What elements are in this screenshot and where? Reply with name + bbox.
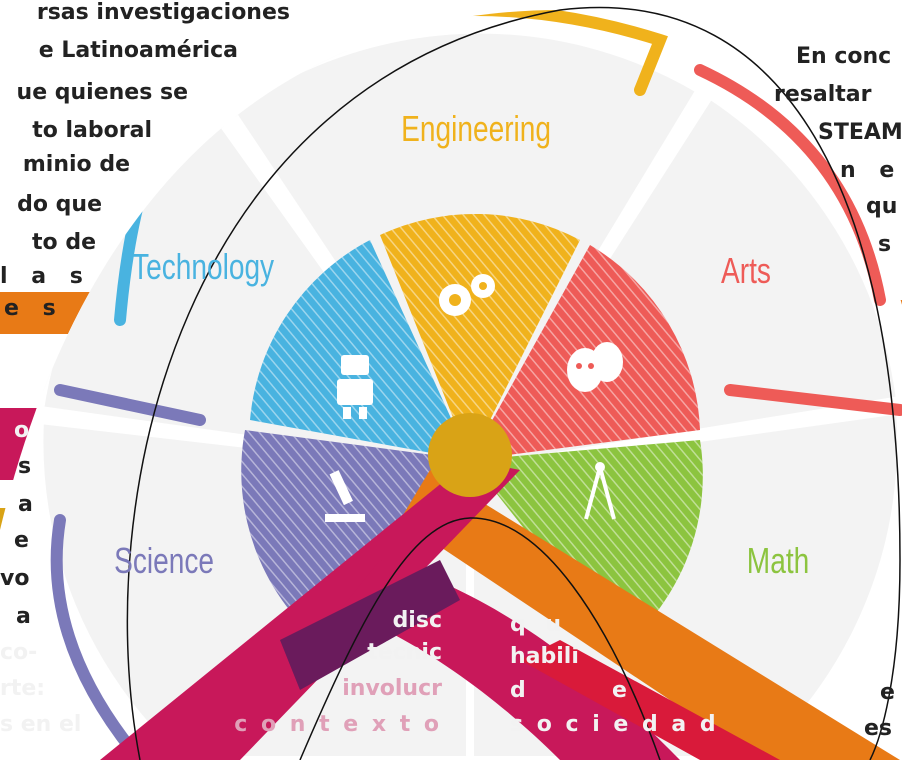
text-fragment: e Latinoamérica [38, 38, 238, 63]
text-fragment: s o c i e d a d [510, 712, 719, 737]
text-fragment: l a s [0, 264, 91, 289]
text-fragment: to de [32, 230, 96, 255]
text-fragment: d [510, 678, 526, 703]
text-fragment: s [18, 454, 32, 479]
segment-label-technology: Technology [132, 246, 275, 287]
text-fragment: n e c [840, 158, 902, 183]
segment-label-math: Math [746, 540, 810, 581]
text-fragment: involucr [342, 676, 442, 701]
text-fragment: e [612, 678, 627, 703]
text-fragment: ue quienes se [16, 80, 188, 105]
text-fragment: vo [0, 566, 30, 591]
segment-label-science: Science [114, 540, 214, 581]
text-fragment: a [16, 604, 31, 629]
text-fragment: es [864, 716, 893, 741]
text-fragment: habili [510, 644, 579, 669]
text-fragment: STEAM [818, 120, 902, 145]
inner-lens-outline [299, 517, 661, 760]
robot-icon [337, 355, 373, 419]
text-fragment: técnic [367, 640, 442, 665]
compass-icon [584, 462, 616, 520]
text-fragment: rsas investigaciones [36, 0, 290, 25]
text-fragment: q u [510, 612, 568, 637]
text-fragment: qu [866, 194, 898, 219]
text-fragment: En conc [796, 44, 892, 69]
text-fragment: e s [4, 296, 64, 321]
segment-label-engineering: Engineering [401, 108, 552, 149]
text-fragment: e [14, 528, 29, 553]
text-fragment: minio de [22, 152, 130, 177]
text-fragment: e [880, 680, 895, 705]
theater-masks-icon [567, 342, 623, 392]
text-fragment: s en el [0, 712, 82, 737]
lens-outline [126, 6, 901, 760]
text-fragment: to laboral [32, 118, 152, 143]
center-hub [428, 413, 512, 497]
text-fragment: co- [0, 640, 38, 665]
text-fragment: resaltar [774, 82, 872, 107]
gears-icon [439, 274, 495, 316]
microscope-icon [325, 470, 365, 522]
segment-label-arts: Arts [721, 250, 771, 291]
text-fragment: rte: [0, 676, 46, 701]
text-fragment: a [18, 492, 33, 517]
text-fragment: o [14, 418, 30, 443]
text-fragment: do que [17, 192, 102, 217]
text-fragment: c o n t e x t o [234, 712, 442, 737]
text-fragment: disc [392, 608, 442, 633]
text-fragment: s [878, 232, 892, 257]
